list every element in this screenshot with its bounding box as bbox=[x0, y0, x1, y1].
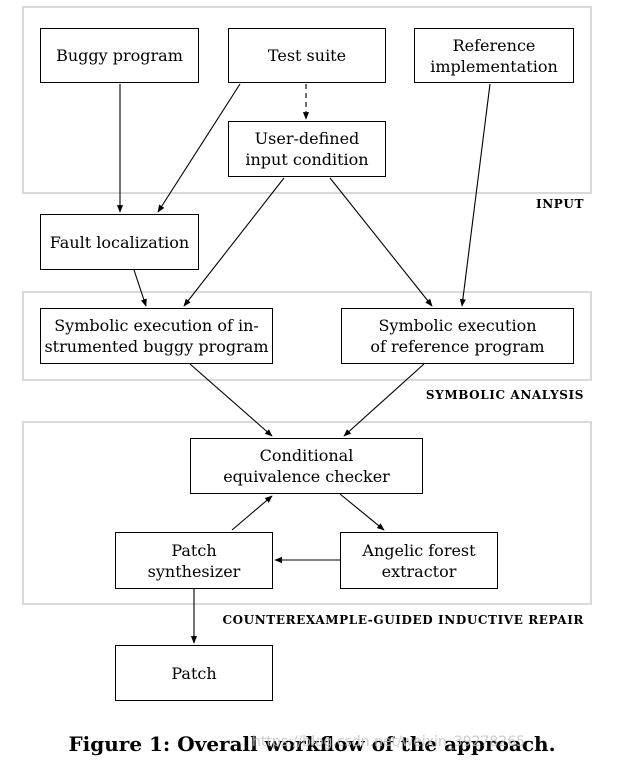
buggy-program-box: Buggy program bbox=[40, 28, 199, 83]
arrow-checker-to-extractor bbox=[339, 493, 385, 531]
cegir-section-label: COUNTEREXAMPLE-GUIDED INDUCTIVE REPAIR bbox=[222, 613, 584, 627]
test-suite-label: Test suite bbox=[267, 46, 347, 65]
symbolic-analysis-panel bbox=[22, 291, 592, 381]
test-suite-box: Test suite bbox=[228, 28, 386, 83]
cegir-panel bbox=[22, 421, 592, 605]
reference-implementation-box: Reference implementation bbox=[414, 28, 574, 83]
buggy-program-label: Buggy program bbox=[56, 46, 183, 65]
symbolic-execution-reference-label: Symbolic execution of reference program bbox=[370, 316, 545, 356]
arrow-ref-to-symexec-ref bbox=[459, 83, 491, 307]
watermark-text: https://blog.csdn.net/weixin_39278265 bbox=[252, 734, 526, 750]
fault-localization-label: Fault localization bbox=[49, 232, 190, 252]
conditional-equivalence-checker-label: Conditional equivalence checker bbox=[223, 446, 390, 486]
conditional-equivalence-checker-box: Conditional equivalence checker bbox=[190, 438, 423, 494]
user-defined-input-condition-label: User-defined input condition bbox=[245, 129, 369, 169]
arrow-test-to-fault bbox=[157, 83, 241, 213]
arrow-fault-to-symexec-buggy bbox=[133, 269, 147, 307]
patch-synthesizer-box: Patch synthesizer bbox=[115, 532, 273, 589]
patch-box: Patch bbox=[115, 645, 273, 701]
arrow-symexec-buggy-to-checker bbox=[189, 363, 273, 437]
angelic-forest-extractor-box: Angelic forest extractor bbox=[340, 532, 498, 589]
arrow-symexec-ref-to-checker bbox=[343, 363, 425, 437]
arrow-condition-to-symexec-ref bbox=[329, 177, 433, 307]
figure-caption: Figure 1: Overall workflow of the approa… bbox=[68, 732, 556, 756]
patch-label: Patch bbox=[171, 663, 217, 683]
symbolic-execution-buggy-label: Symbolic execution of in- strumented bug… bbox=[44, 316, 269, 356]
symbolic-execution-buggy-box: Symbolic execution of in- strumented bug… bbox=[40, 308, 273, 364]
arrow-synthesizer-to-checker bbox=[231, 495, 273, 531]
user-defined-input-condition-box: User-defined input condition bbox=[228, 121, 386, 177]
input-section-label: INPUT bbox=[536, 197, 584, 211]
reference-implementation-label: Reference implementation bbox=[430, 35, 558, 76]
symbolic-analysis-section-label: SYMBOLIC ANALYSIS bbox=[425, 388, 584, 402]
patch-synthesizer-label: Patch synthesizer bbox=[147, 540, 241, 581]
symbolic-execution-reference-box: Symbolic execution of reference program bbox=[341, 308, 574, 364]
fault-localization-box: Fault localization bbox=[40, 214, 199, 270]
arrow-condition-to-symexec-buggy bbox=[183, 177, 285, 307]
angelic-forest-extractor-label: Angelic forest extractor bbox=[362, 540, 476, 581]
input-panel bbox=[22, 6, 592, 194]
